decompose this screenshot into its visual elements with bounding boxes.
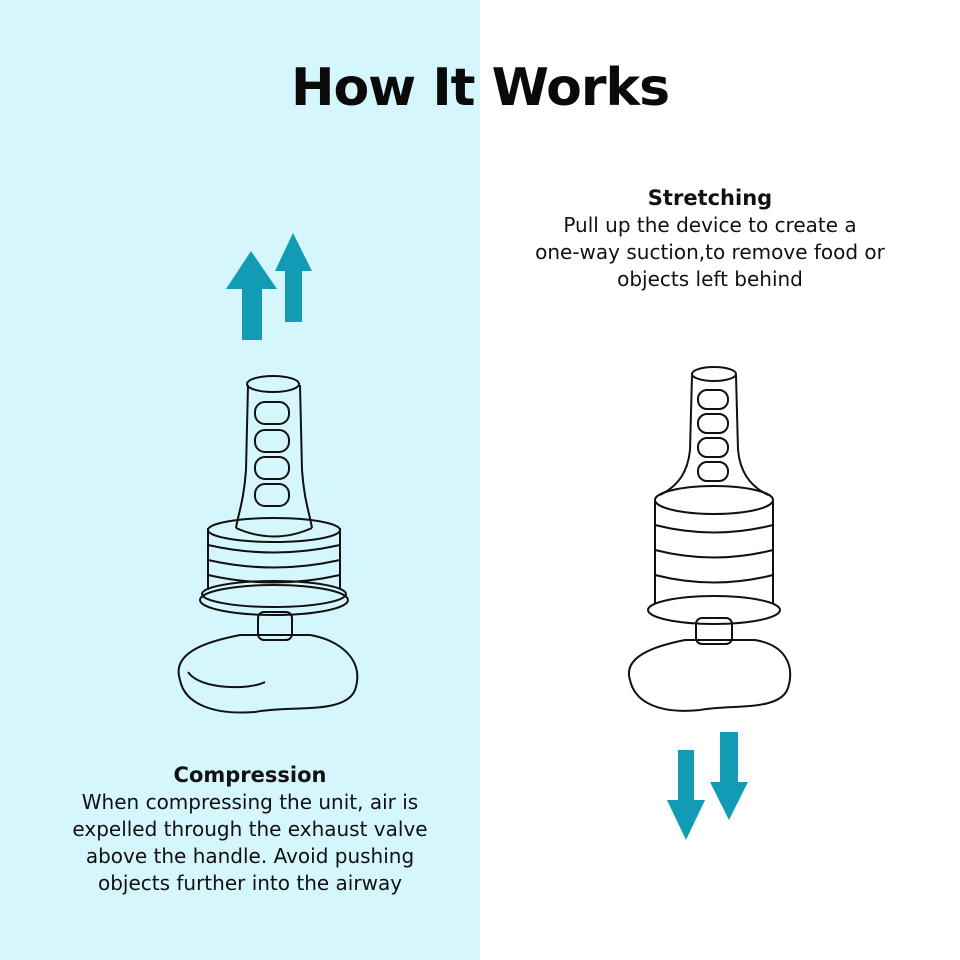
- compression-line: objects further into the airway: [97, 871, 403, 895]
- arrow-up-icon: [226, 251, 277, 340]
- stretching-heading: Stretching: [647, 186, 773, 210]
- compression-line: above the handle. Avoid pushing: [85, 844, 415, 868]
- stretching-line: objects left behind: [617, 267, 803, 291]
- arrow-down-icon: [710, 732, 748, 820]
- compression-heading: Compression: [173, 763, 327, 787]
- stretching-line: Pull up the device to create a: [563, 213, 857, 237]
- compressed-device-drawing: [177, 375, 359, 714]
- arrow-down-icon: [667, 750, 705, 840]
- arrow-up-icon: [275, 233, 312, 322]
- compression-line: When compressing the unit, air is: [81, 790, 419, 814]
- compression-panel-background: [0, 0, 480, 960]
- stretching-line: one-way suction,to remove food or: [535, 240, 885, 264]
- stretched-device-drawing: [627, 366, 792, 712]
- page-title: How It Works: [290, 58, 670, 118]
- compression-line: expelled through the exhaust valve: [72, 817, 428, 841]
- stretching-section: Stretching Pull up the device to create …: [490, 185, 930, 293]
- compression-section: Compression When compressing the unit, a…: [30, 762, 470, 897]
